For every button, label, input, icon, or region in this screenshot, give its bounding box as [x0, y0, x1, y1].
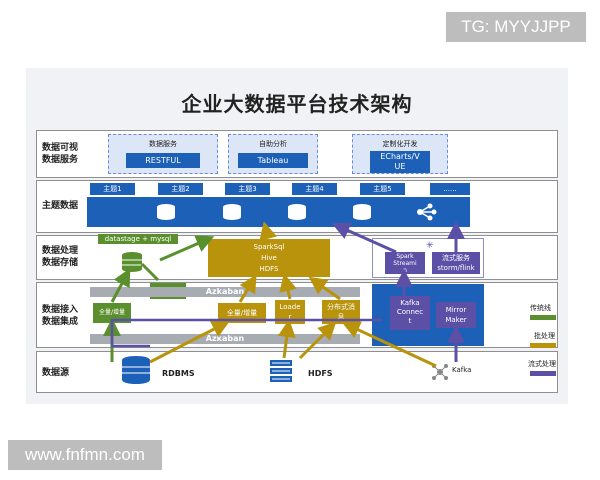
- database-icon: [122, 252, 142, 272]
- layer-label-source: 数据源: [42, 368, 70, 378]
- kafka-connect-box: Kafka Connec t: [390, 296, 430, 330]
- legend-label-traditional: 传统线: [530, 304, 551, 312]
- stream-flow-arrows: [110, 221, 465, 362]
- layer-label-visual: 数据可视 数据服务: [42, 143, 79, 165]
- legend-label-batch: 批处理: [534, 332, 555, 340]
- restful-button: RESTFUL: [126, 153, 200, 168]
- topic-tab-3: 主题3: [225, 183, 270, 195]
- svg-text:✳: ✳: [426, 241, 434, 251]
- legend-swatch-batch: [530, 343, 556, 348]
- watermark-bottom: www.fnfmn.com: [8, 440, 162, 470]
- full-incremental-green-box: 全量/增量: [93, 303, 131, 323]
- topic-tab-2: 主题2: [158, 183, 203, 195]
- topic-tab-more: ......: [430, 183, 470, 195]
- full-incremental-gold-box: 全量/增量: [218, 303, 266, 323]
- service-box-analysis: 自助分析 Tableau: [228, 134, 318, 174]
- topic-tab-4: 主题4: [292, 183, 337, 195]
- diagram-title: 企业大数据平台技术架构: [181, 92, 413, 116]
- topic-data-bar: [87, 197, 470, 227]
- layer-label-topic: 主题数据: [42, 201, 79, 211]
- database-icon: [223, 204, 241, 220]
- azkaban-bottom-bar: Azkaban: [90, 334, 360, 344]
- service-label-data: 数据服务: [149, 140, 177, 148]
- datastage-mysql-label: datastage + mysql: [98, 234, 178, 244]
- service-box-data: 数据服务 RESTFUL: [108, 134, 218, 174]
- layer-label-ingest: 数据接入 数据集成: [42, 305, 79, 327]
- database-icon: [353, 204, 371, 220]
- network-icon: [417, 203, 437, 221]
- batch-flow-arrows: [149, 221, 437, 368]
- service-box-custom: 定制化开发 ECharts/V UE: [352, 134, 448, 174]
- legend-label-stream: 流式处理: [528, 360, 556, 368]
- tableau-button: Tableau: [238, 153, 308, 168]
- sparksql-hive-hdfs-box: SparkSql Hive HDFS: [208, 239, 330, 277]
- service-label-analysis: 自助分析: [259, 140, 287, 148]
- echarts-button: ECharts/V UE: [370, 151, 430, 173]
- stream-service-box: 流式服务 storm/flink: [432, 252, 480, 274]
- topic-tab-5: 主题5: [360, 183, 405, 195]
- legend-swatch-traditional: [530, 315, 556, 320]
- mirror-maker-box: Mirror Maker: [436, 302, 476, 328]
- database-icon: [157, 204, 175, 220]
- azkaban-top-bar: Azkaban: [90, 287, 360, 297]
- spark-icon: ✳: [426, 241, 434, 251]
- rdbms-label: RDBMS: [162, 369, 195, 378]
- service-label-custom: 定制化开发: [382, 140, 418, 148]
- hdfs-files-icon: [270, 360, 292, 382]
- topic-tab-1: 主题1: [90, 183, 135, 195]
- database-icon: [288, 204, 306, 220]
- hdfs-label: HDFS: [308, 369, 333, 378]
- rdbms-database-icon: [122, 356, 150, 384]
- legend-swatch-stream: [530, 371, 556, 376]
- watermark-top: TG: MYYJJPP: [446, 12, 586, 42]
- kafka-label: Kafka: [452, 366, 472, 374]
- layer-label-process: 数据处理 数据存储: [42, 246, 79, 268]
